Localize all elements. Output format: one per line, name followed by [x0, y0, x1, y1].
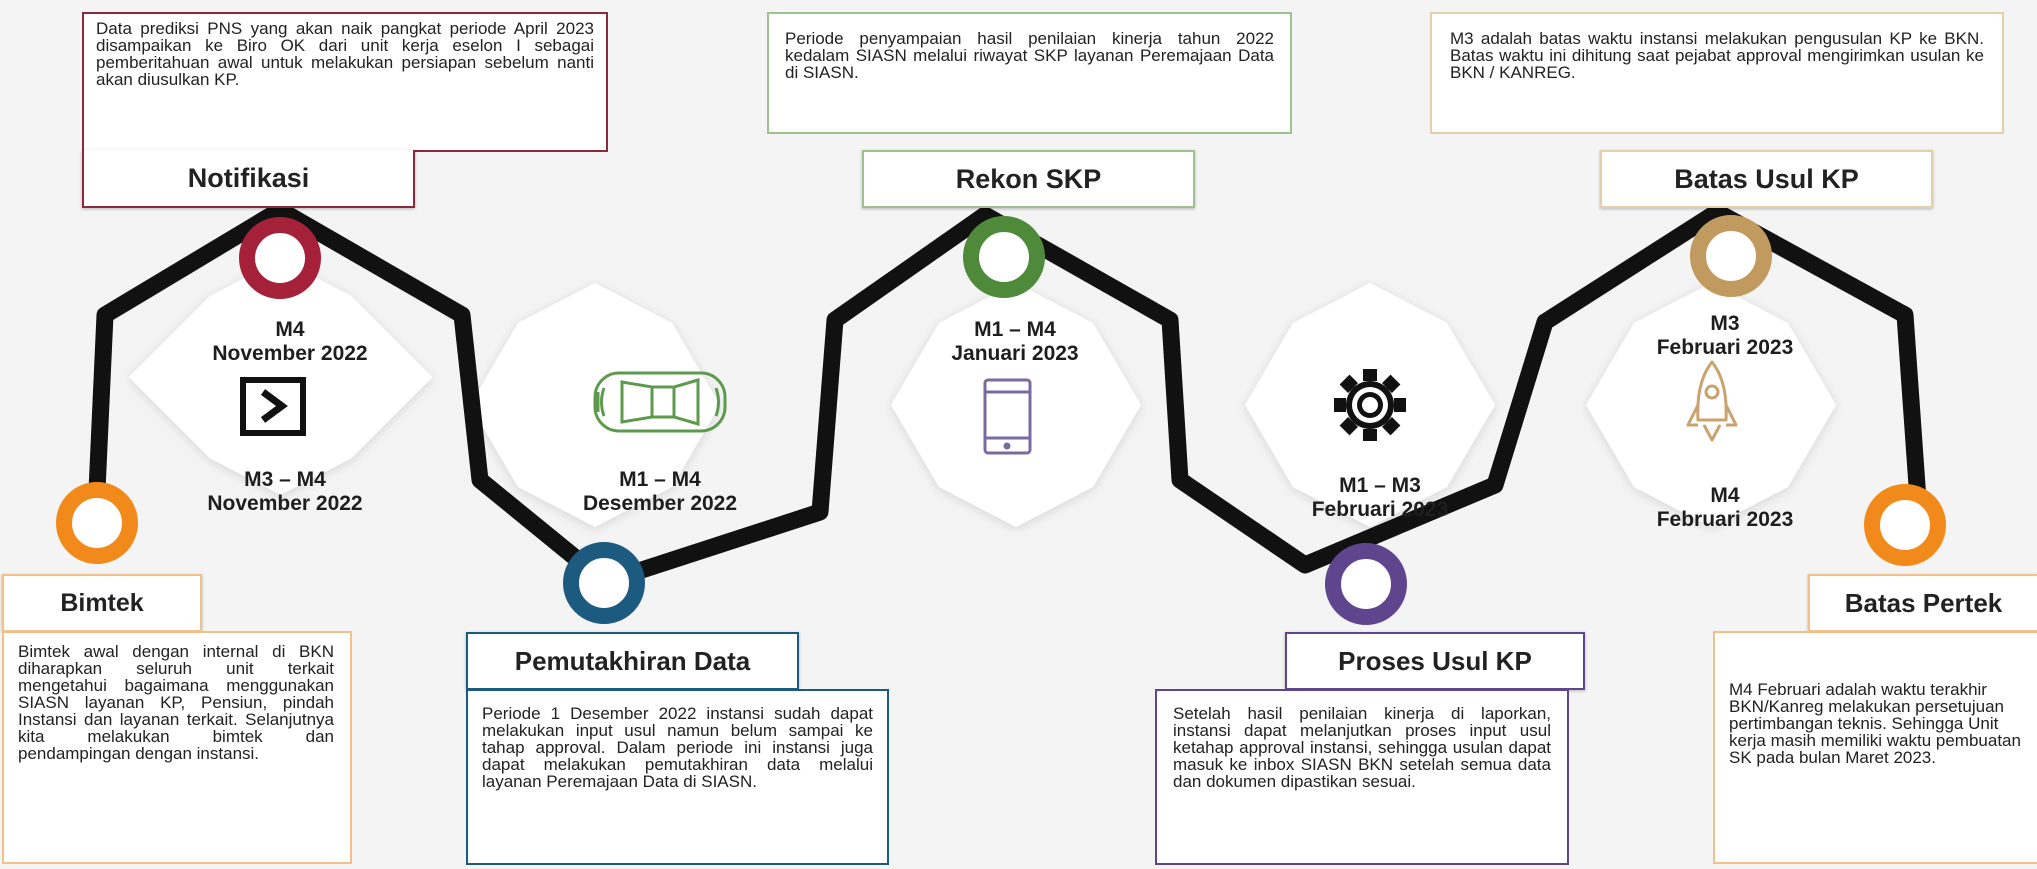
- period-h2: M1 – M4 Desember 2022: [540, 468, 780, 516]
- notifikasi-title: Notifikasi: [82, 150, 415, 208]
- pemutakhiran-description: Periode 1 Desember 2022 instansi sudah d…: [466, 689, 889, 865]
- period-h5-bottom-month: Februari 2023: [1656, 508, 1794, 531]
- bimtek-description: Bimtek awal dengan internal di BKN dihar…: [2, 631, 352, 864]
- period-h4-week: M1 – M3: [1339, 474, 1421, 497]
- period-h5-top-month: Februari 2023: [1656, 336, 1794, 359]
- period-h3-month: Januari 2023: [951, 342, 1079, 365]
- period-h2-month: Desember 2022: [582, 492, 738, 515]
- period-h1-bottom: M3 – M4 November 2022: [175, 468, 395, 516]
- hexagon-3: [891, 283, 1141, 527]
- batas-usul-title: Batas Usul KP: [1600, 150, 1933, 208]
- period-h1-top-month: November 2022: [212, 342, 368, 365]
- notifikasi-node-circle: [239, 217, 321, 299]
- tablet-icon: [983, 378, 1032, 455]
- pemutakhiran-title: Pemutakhiran Data: [466, 632, 799, 690]
- hexagon-5: [1586, 283, 1836, 527]
- period-h4: M1 – M3 Februari 2023: [1260, 474, 1500, 522]
- rekon-node-circle: [963, 216, 1045, 298]
- bimtek-title: Bimtek: [2, 574, 202, 632]
- timeline-path: [87, 201, 1927, 591]
- period-h3-week: M1 – M4: [974, 318, 1056, 341]
- rekon-description: Periode penyampaian hasil penilaian kine…: [767, 12, 1292, 134]
- period-h1-top-week: M4: [275, 318, 305, 341]
- batas-usul-node-circle: [1690, 215, 1772, 297]
- gear-icon: [1334, 369, 1406, 441]
- period-h5-bottom-week: M4: [1710, 484, 1740, 507]
- period-h1-bottom-month: November 2022: [207, 492, 363, 515]
- period-h2-week: M1 – M4: [619, 468, 701, 491]
- period-h1-bottom-week: M3 – M4: [244, 468, 326, 491]
- proses-title: Proses Usul KP: [1285, 632, 1585, 690]
- batas-pertek-description: M4 Februari adalah waktu terakhir BKN/Ka…: [1713, 631, 2037, 864]
- batas-pertek-node-circle: [1864, 484, 1946, 566]
- period-h5-bottom: M4 Februari 2023: [1625, 484, 1825, 532]
- bimtek-node-circle: [56, 482, 138, 564]
- batas-pertek-title: Batas Pertek: [1808, 574, 2037, 632]
- period-h1-top: M4 November 2022: [180, 318, 400, 366]
- proses-node-circle: [1325, 543, 1407, 625]
- period-h4-month: Februari 2023: [1311, 498, 1449, 521]
- period-h3: M1 – M4 Januari 2023: [895, 318, 1135, 366]
- pemutakhiran-node-circle: [563, 542, 645, 624]
- rekon-title: Rekon SKP: [862, 150, 1195, 208]
- period-h5-top: M3 Februari 2023: [1625, 312, 1825, 360]
- rocket-icon: [1686, 360, 1738, 442]
- notifikasi-description: Data prediksi PNS yang akan naik pangkat…: [82, 12, 608, 152]
- period-h5-top-week: M3: [1710, 312, 1740, 335]
- batas-usul-description: M3 adalah batas waktu instansi melakukan…: [1430, 12, 2004, 134]
- proses-description: Setelah hasil penilaian kinerja di lapor…: [1155, 689, 1569, 865]
- play-button-icon: [240, 377, 306, 436]
- car-icon: [593, 371, 727, 433]
